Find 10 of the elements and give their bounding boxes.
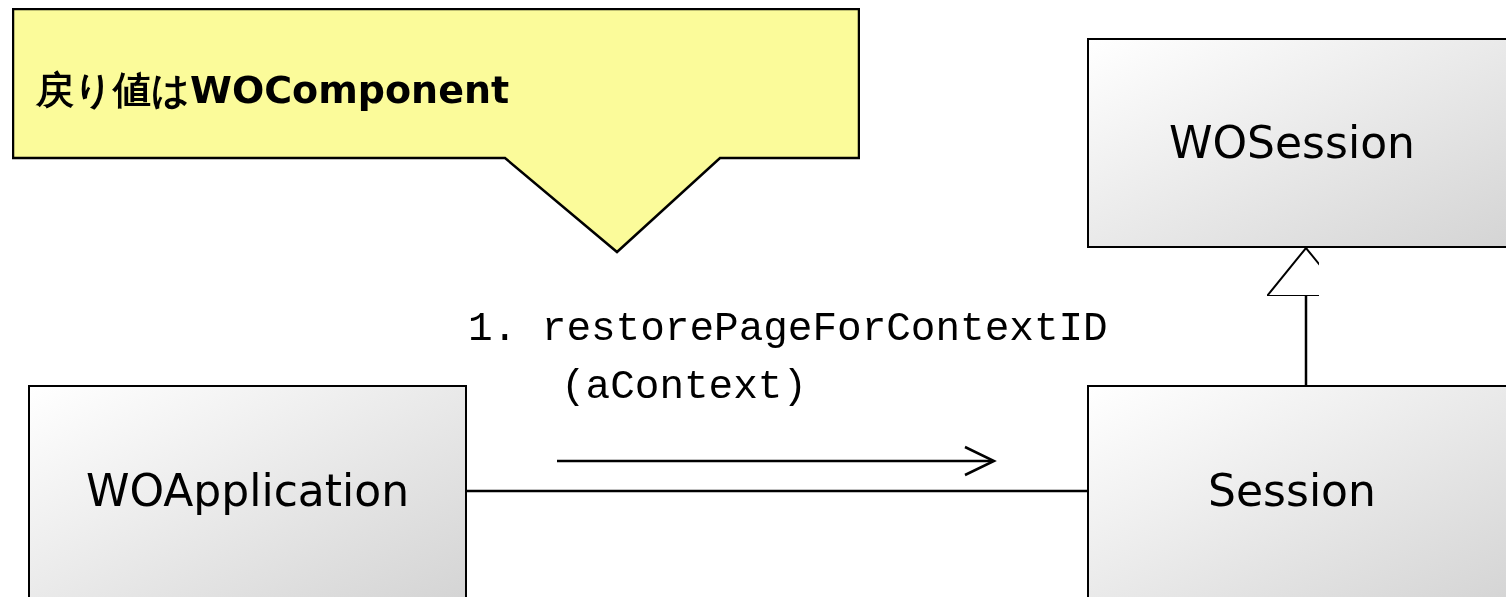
- edge-label: 1. restorePageForContextID (aContext): [468, 305, 1109, 412]
- callout-note: [12, 8, 860, 254]
- class-box: [1087, 385, 1506, 597]
- note-text: 戻り値はWOComponent: [36, 67, 510, 114]
- class-box: [28, 385, 467, 597]
- association-line: [467, 489, 1087, 493]
- class-box: [1087, 38, 1506, 248]
- class-name: Session: [1208, 464, 1376, 518]
- class-name: WOApplication: [85, 464, 410, 518]
- class-name: WOSession: [1169, 116, 1415, 170]
